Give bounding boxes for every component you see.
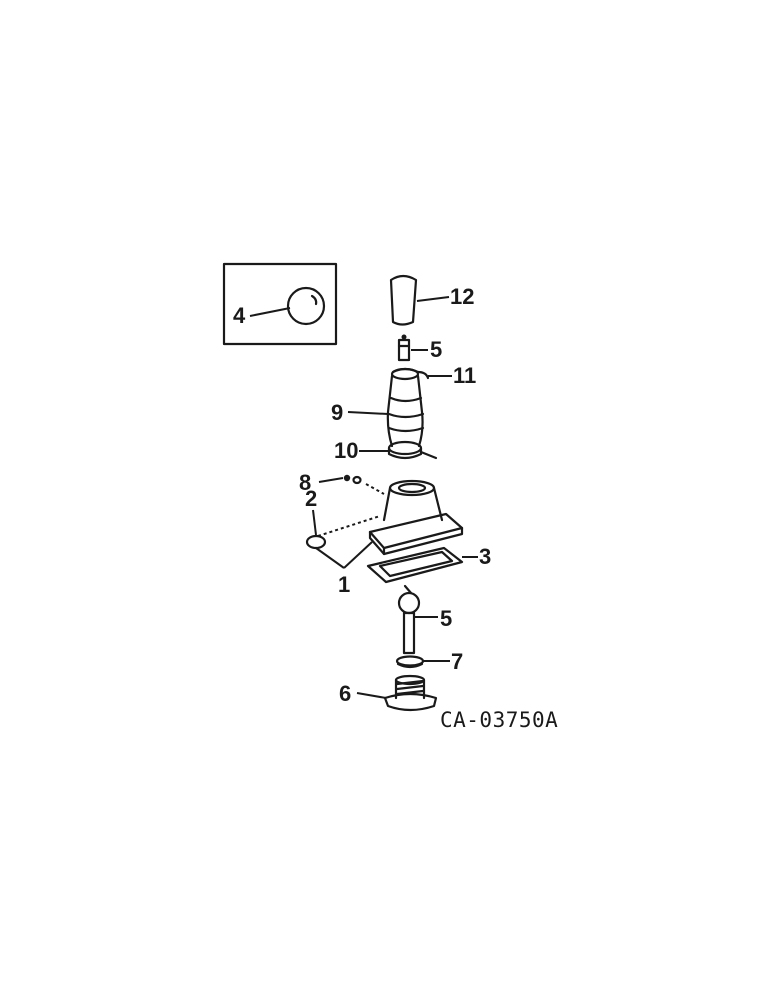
- callout-9: 9: [331, 400, 343, 425]
- callout-11: 11: [453, 363, 476, 388]
- seat-part-6: [383, 674, 438, 712]
- lever-part-5-mid: [397, 584, 421, 655]
- leader-1a: [315, 547, 345, 569]
- washer-part-7: [395, 655, 425, 669]
- pin-part-5-top: [397, 334, 411, 362]
- callout-3: 3: [479, 544, 491, 569]
- leader-4: [249, 307, 291, 317]
- clamp-part-11: [391, 367, 430, 380]
- leader-12: [416, 296, 450, 302]
- callout-12: 12: [450, 284, 474, 309]
- dashed-guide-lines: [317, 483, 385, 537]
- callout-10: 10: [334, 438, 358, 463]
- drawing-code: CA-03750A: [440, 708, 558, 732]
- ball-part-4: [286, 286, 326, 326]
- plug-part-8: [343, 474, 362, 485]
- callout-1: 1: [338, 572, 350, 597]
- leader-8: [318, 477, 344, 483]
- boot-part-9: [386, 367, 425, 448]
- leader-2: [312, 509, 317, 536]
- callout-2: 2: [305, 486, 317, 511]
- clamp-part-10: [387, 440, 438, 460]
- callout-8: 8: [299, 470, 311, 495]
- leader-9: [347, 411, 389, 415]
- o-ring-part-2: [305, 534, 327, 550]
- callout-6: 6: [339, 681, 351, 706]
- housing-part-1: [368, 479, 464, 556]
- callout-7: 7: [451, 649, 463, 674]
- gasket-part-3: [366, 546, 464, 584]
- leader-1b: [343, 541, 373, 569]
- knob-part-12: [389, 274, 418, 326]
- inset-box: [222, 262, 338, 346]
- callout-5-mid: 5: [440, 606, 452, 631]
- callout-5-top: 5: [430, 337, 442, 362]
- callout-4: 4: [233, 303, 246, 328]
- leader-6: [356, 692, 387, 699]
